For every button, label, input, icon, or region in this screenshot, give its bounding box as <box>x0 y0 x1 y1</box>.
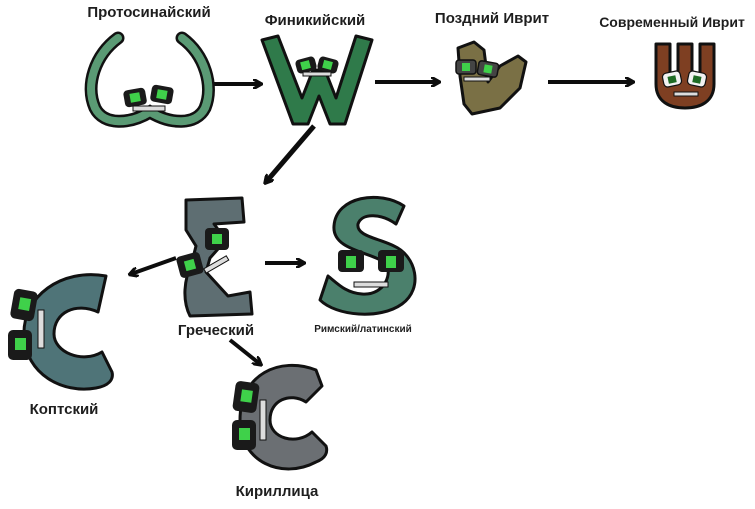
letter-phoenician <box>260 34 374 126</box>
eyes <box>295 56 339 77</box>
label-coptic: Коптский <box>29 401 99 418</box>
eyes <box>8 288 45 360</box>
arrow-greek-to-cyrillic <box>228 338 260 364</box>
eyes <box>338 250 404 288</box>
arrow-greek-to-coptic <box>131 256 177 274</box>
letter-cyrillic <box>232 363 329 471</box>
label-protosinaitic: Протосинайский <box>87 4 211 21</box>
eyes <box>123 84 174 112</box>
label-roman-latin: Римский/латинский <box>314 324 412 335</box>
eyes <box>176 228 230 278</box>
eyes <box>232 381 267 450</box>
label-cyrillic: Кириллица <box>235 483 319 500</box>
label-modern-hebrew: Современный Иврит <box>599 14 745 30</box>
label-greek: Греческий <box>177 322 255 339</box>
arrow-phoenician-to-greek <box>266 124 316 182</box>
letter-modern-hebrew <box>654 42 716 110</box>
label-phoenician: Финикийский <box>264 12 366 29</box>
eyes <box>455 59 500 82</box>
letter-protosinaitic <box>84 31 215 128</box>
letter-coptic <box>8 273 114 391</box>
label-late-hebrew: Поздний Иврит <box>434 10 550 27</box>
letter-roman-latin <box>318 195 417 316</box>
letter-greek <box>176 196 254 318</box>
letter-late-hebrew <box>455 40 528 116</box>
eyes <box>661 70 708 97</box>
